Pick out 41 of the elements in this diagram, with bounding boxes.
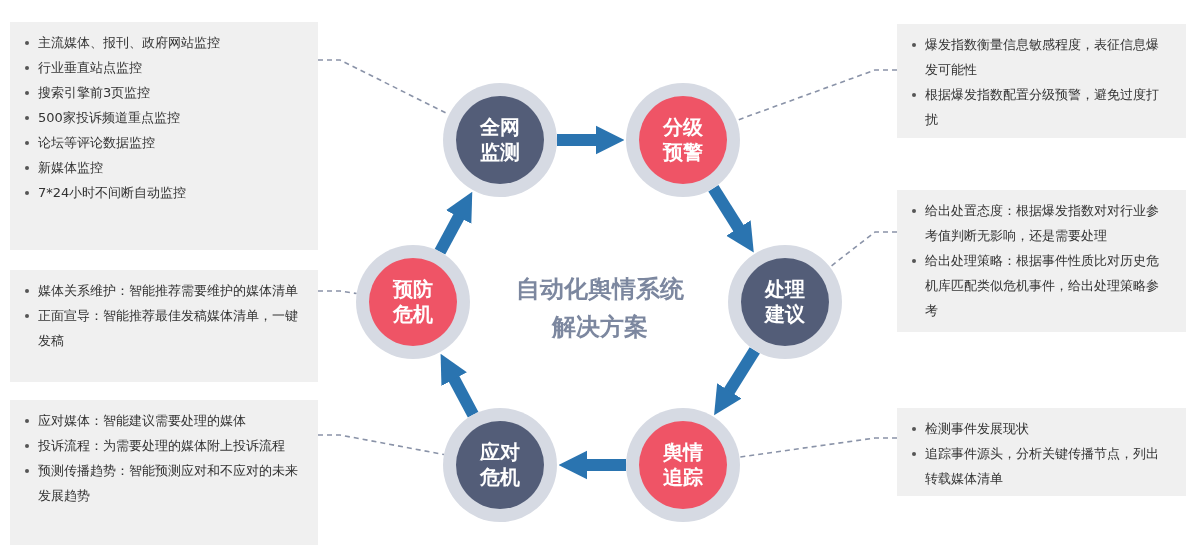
stage-label: 预防危机 — [391, 277, 434, 327]
bullet-text: 媒体关系维护：智能推荐需要维护的媒体清单 — [38, 282, 299, 300]
bullet-text: 给出处置态度：根据爆发指数对对行业参考值判断无影响，还是需要处理 — [925, 202, 1160, 245]
bullet-text: 7*24小时不间断自动监控 — [38, 184, 188, 202]
leader-line — [317, 434, 445, 456]
leader-line — [317, 290, 358, 295]
stage-label: 全网监测 — [479, 115, 521, 165]
arrow — [558, 450, 626, 480]
bullet-text: 追踪事件源头，分析关键传播节点，列出转载媒体清单 — [925, 445, 1160, 488]
bullet-text: 给出处理策略：根据事件性质比对历史危机库匹配类似危机事件，给出处理策略参考 — [925, 252, 1160, 320]
arrow — [557, 125, 625, 155]
bullet-text: 500家投诉频道重点监控 — [38, 109, 181, 127]
leader-line — [829, 231, 898, 268]
bullet-text: 搜索引擎前3页监控 — [38, 84, 152, 102]
bullet-text: 正面宣导：智能推荐最佳发稿媒体清单，一键发稿 — [38, 307, 299, 350]
bullet-text: 检测事件发展现状 — [925, 420, 1030, 438]
leader-line — [738, 437, 898, 458]
bullet-text: 爆发指数衡量信息敏感程度，表征信息爆发可能性 — [925, 36, 1160, 79]
bullet-text: 行业垂直站点监控 — [38, 59, 143, 77]
bullet-text: 根据爆发指数配置分级预警，避免过度打扰 — [925, 86, 1160, 129]
info-panel — [10, 270, 318, 382]
bullet-text: 主流媒体、报刊、政府网站监控 — [38, 34, 221, 52]
bullet-text: 新媒体监控 — [38, 159, 104, 177]
arrow — [440, 353, 479, 418]
bullet-text: 应对媒体：智能建议需要处理的媒体 — [38, 412, 247, 430]
stage-label: 处理建议 — [763, 277, 806, 327]
arrow — [434, 191, 473, 255]
info-panel — [10, 400, 318, 545]
center-title: 自动化舆情系统解决方案 — [515, 274, 685, 343]
arrow — [714, 347, 760, 416]
stage-label: 分级预警 — [661, 115, 704, 165]
bullet-text: 预测传播趋势：智能预测应对和不应对的未来发展趋势 — [38, 462, 299, 505]
info-panel — [10, 22, 318, 250]
bullet-text: 投诉流程：为需要处理的媒体附上投诉流程 — [38, 437, 286, 455]
info-panel — [897, 190, 1186, 332]
arrow — [708, 185, 754, 253]
stage-label: 舆情追踪 — [662, 440, 704, 490]
bullet-text: 论坛等评论数据监控 — [38, 134, 156, 152]
info-panel — [897, 24, 1186, 138]
info-panel — [897, 408, 1186, 496]
stage-label: 应对危机 — [479, 440, 521, 490]
